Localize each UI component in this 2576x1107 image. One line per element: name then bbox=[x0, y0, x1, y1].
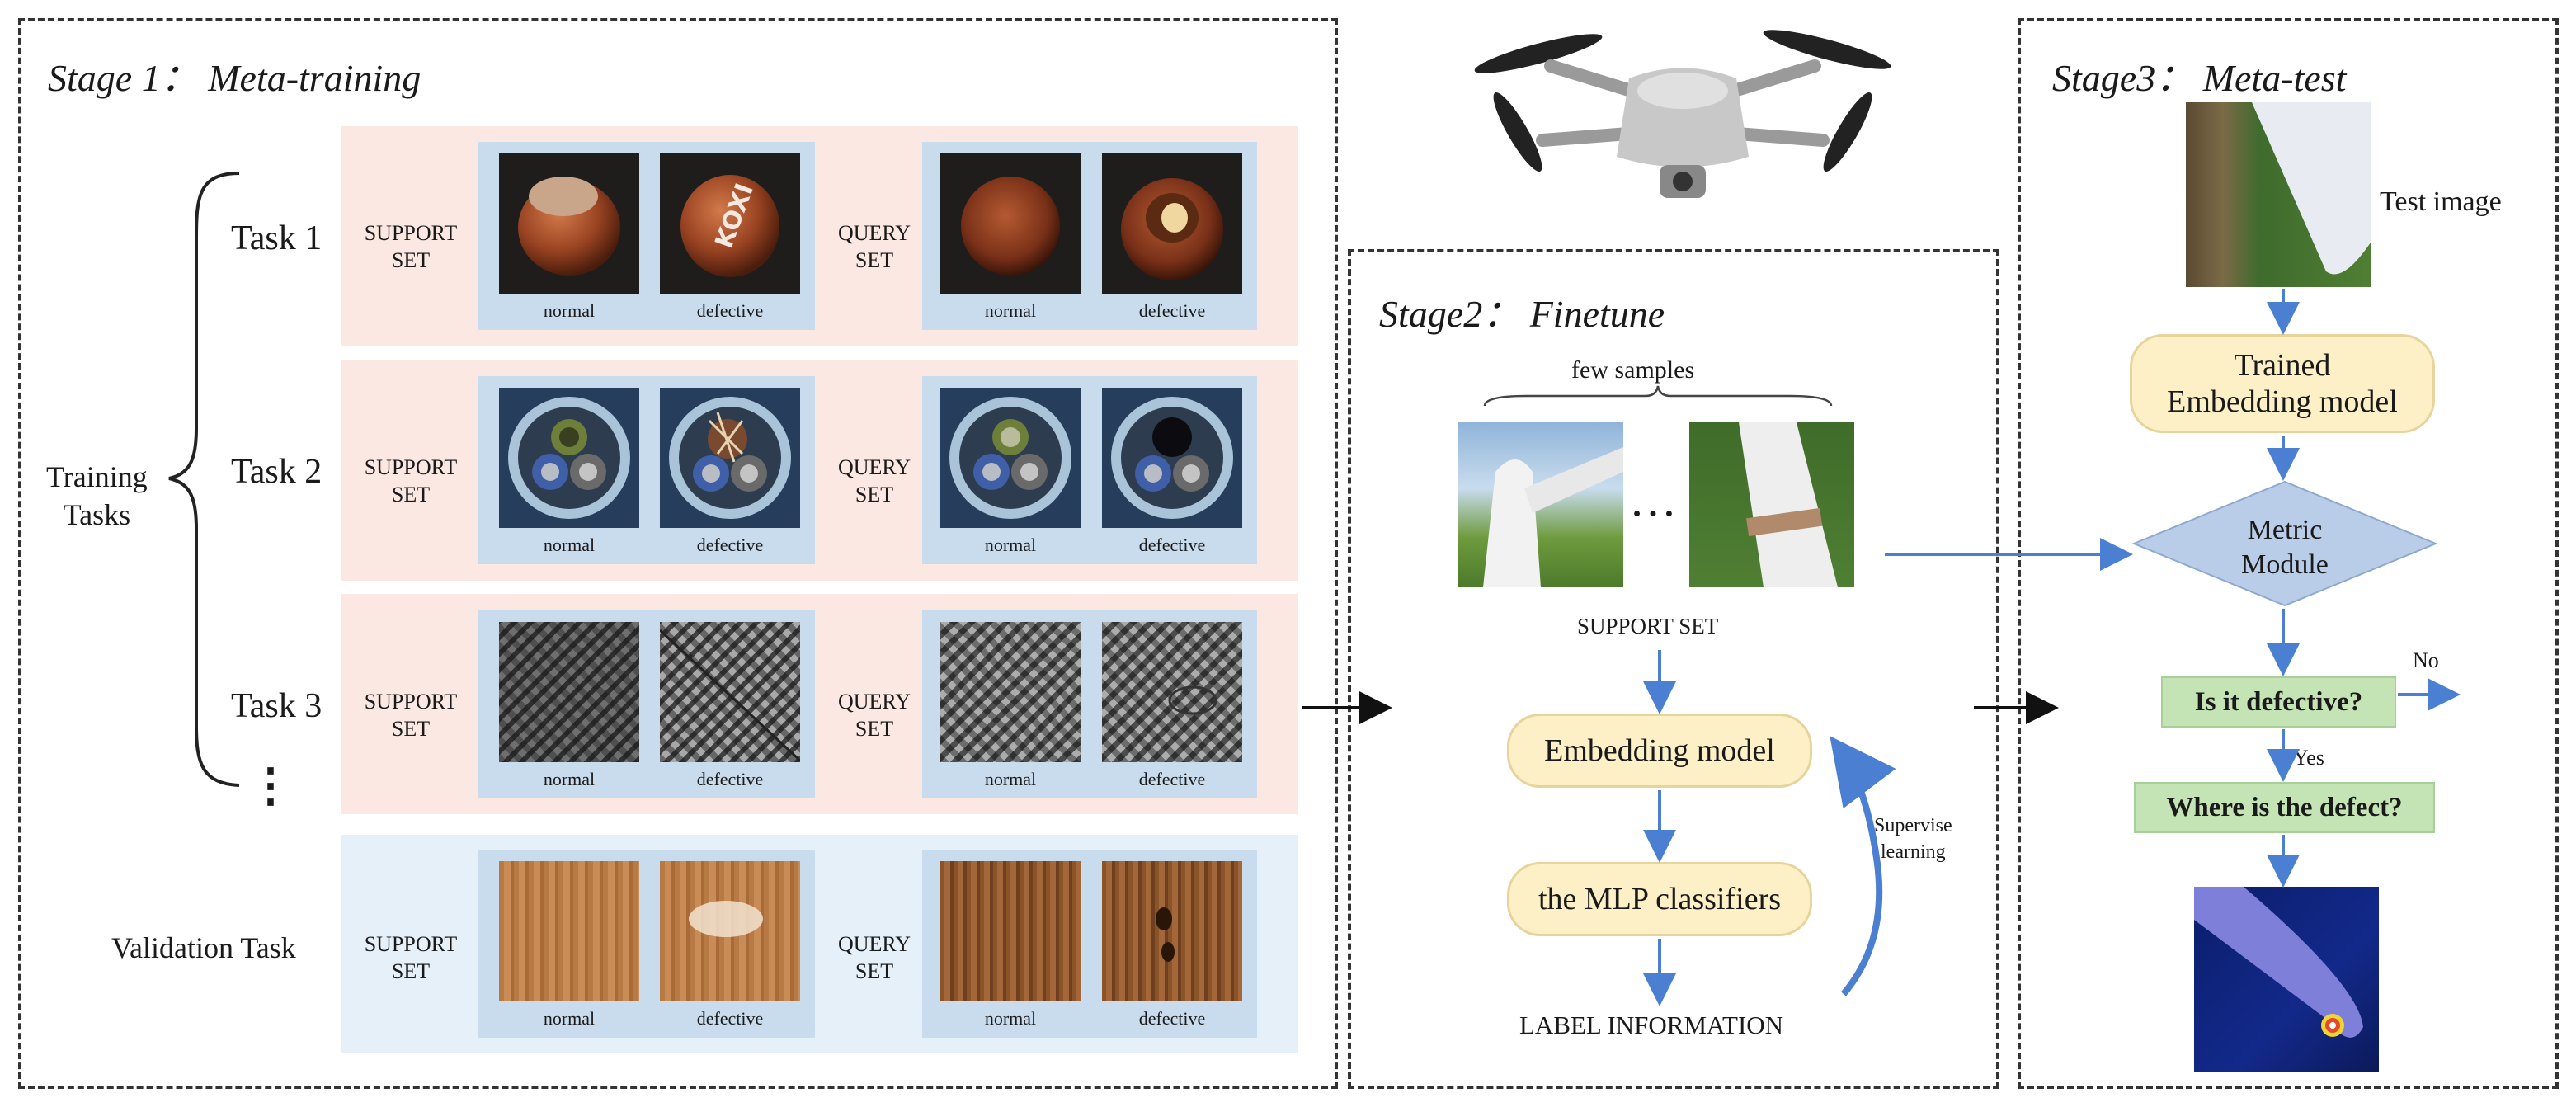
stage1-panel bbox=[18, 18, 1338, 1089]
few-samples-label: few samples bbox=[1571, 356, 1695, 384]
task2-caption-1: normal bbox=[543, 535, 596, 555]
task2-support-defective-image bbox=[660, 388, 800, 528]
more-tasks-ellipsis: ⋮ bbox=[247, 761, 294, 812]
sample-image-1 bbox=[1458, 422, 1623, 587]
task2-label: Task 2 bbox=[231, 453, 323, 491]
few-samples-brace bbox=[1483, 385, 1833, 407]
task1-support-normal-image bbox=[499, 153, 639, 294]
validation-query-defective-image bbox=[1102, 861, 1242, 1001]
mlp-classifiers-box: the MLP classifiers bbox=[1507, 862, 1812, 936]
stage1-title: Stage 1： Meta-training bbox=[48, 57, 421, 99]
task3-caption-1: normal bbox=[543, 769, 596, 789]
task1-query-normal-image bbox=[940, 153, 1081, 294]
stage2-panel bbox=[1348, 249, 1999, 1089]
validation-task-label: Validation Task bbox=[111, 931, 296, 964]
validation-caption-2: defective bbox=[696, 1008, 764, 1029]
stage3-title: Stage3： Meta-test bbox=[2052, 57, 2347, 99]
defect-heatmap-image bbox=[2194, 887, 2379, 1072]
task3-caption-4: defective bbox=[1138, 769, 1206, 789]
test-image bbox=[2186, 102, 2371, 287]
task1-caption-4: defective bbox=[1138, 300, 1206, 321]
task1-caption-2: defective bbox=[696, 300, 764, 321]
no-label: No bbox=[2413, 648, 2439, 672]
label-information: LABEL INFORMATION bbox=[1519, 1010, 1784, 1039]
sample-image-2 bbox=[1689, 422, 1854, 587]
task2-query-defective-image bbox=[1102, 388, 1242, 528]
training-tasks-label: Training Tasks bbox=[46, 460, 148, 531]
task3-query-normal-image bbox=[940, 622, 1081, 762]
task2-caption-2: defective bbox=[696, 535, 764, 555]
task3-query-defective-image bbox=[1102, 622, 1242, 762]
validation-caption-1: normal bbox=[543, 1008, 596, 1029]
validation-query-normal-image bbox=[940, 861, 1081, 1001]
task3-support-normal-image bbox=[499, 622, 639, 762]
stage2-title: Stage2： Finetune bbox=[1379, 293, 1665, 335]
support-set-label: SUPPORT SET bbox=[1577, 614, 1719, 638]
task2-support-normal-image bbox=[499, 388, 639, 528]
is-defective-box: Is it defective? bbox=[2161, 676, 2396, 728]
task1-label: Task 1 bbox=[231, 219, 323, 257]
validation-support-defective-image bbox=[660, 861, 800, 1001]
task2-caption-3: normal bbox=[984, 535, 1037, 555]
task3-support-defective-image bbox=[660, 622, 800, 762]
task1-support-defective-image: KOXI bbox=[660, 153, 800, 294]
metric-module-diamond bbox=[2132, 480, 2437, 607]
task3-caption-2: defective bbox=[696, 769, 764, 789]
task1-query-defective-image bbox=[1102, 153, 1242, 294]
task1-caption-3: normal bbox=[984, 300, 1037, 321]
samples-ellipsis: … bbox=[1629, 473, 1677, 526]
validation-support-normal-image bbox=[499, 861, 639, 1001]
task3-caption-3: normal bbox=[984, 769, 1037, 789]
task1-caption-1: normal bbox=[543, 300, 596, 321]
task3-label: Task 3 bbox=[231, 687, 323, 725]
where-defect-box: Where is the defect? bbox=[2134, 782, 2435, 833]
test-image-label: Test image bbox=[2380, 186, 2502, 217]
task2-caption-4: defective bbox=[1138, 535, 1206, 555]
validation-caption-3: normal bbox=[984, 1008, 1037, 1029]
task2-query-normal-image bbox=[940, 388, 1081, 528]
drone-image bbox=[1474, 30, 1891, 198]
embedding-model-box: Embedding model bbox=[1507, 714, 1812, 788]
validation-caption-4: defective bbox=[1138, 1008, 1206, 1029]
